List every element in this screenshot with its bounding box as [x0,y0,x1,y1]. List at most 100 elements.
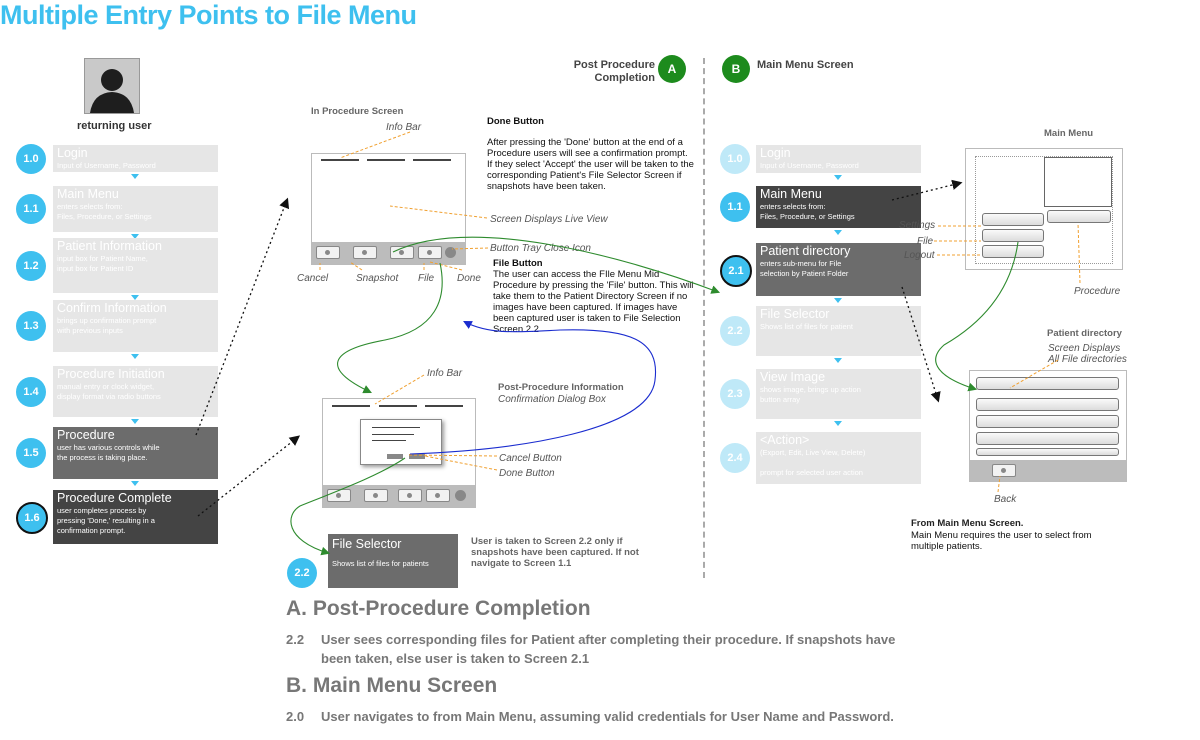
file-label: File [418,273,435,284]
settings-button[interactable] [982,213,1044,226]
done-button-text: After pressing the 'Done' button at the … [487,137,694,192]
flow-arrow-icon [834,298,842,303]
done-button[interactable] [418,246,442,259]
flow-step-title: Procedure [57,428,115,442]
snapshot-button[interactable] [353,246,377,259]
step-badge: 2.3 [720,379,750,409]
post-procedure-screen [322,398,476,508]
patient-folder-row[interactable] [976,432,1119,445]
back-label: Back [994,494,1017,505]
cancel-label: Cancel [297,273,329,284]
tray-close-icon[interactable] [455,490,466,501]
button-tray [312,242,465,264]
file-button[interactable] [390,246,414,259]
flow-step-desc: user has various controls while the proc… [57,443,160,462]
flow-step-title: Login [760,146,791,160]
flow-step-desc: enters sub-menu for File selection by Pa… [760,259,849,278]
info-bar-label: Info Bar [386,122,422,133]
main-menu-note-text: Main Menu requires the user to select fr… [911,530,1092,552]
flow-arrow-icon [131,481,139,486]
avatar [84,58,140,114]
file-button-text: The user can access the FIle Menu Mid Pr… [493,269,694,335]
flow-step-desc: input box for Patient Name, input box fo… [57,254,148,273]
info-bar [332,405,370,407]
flow-arrow-icon [131,419,139,424]
flow-step-box[interactable]: <Action>(Export, Edit, Live View, Delete… [756,432,921,484]
logout-button[interactable] [982,245,1044,258]
flow-step-desc: enters selects from: Files, Procedure, o… [57,202,152,221]
step-badge: 1.1 [16,194,46,224]
flow-step-title: Procedure Initiation [57,367,165,381]
summary-b-num: 2.0 [286,709,305,724]
tray-button[interactable] [426,489,450,502]
flow-step-title: Login [57,146,88,160]
in-procedure-label: In Procedure Screen [311,106,404,117]
done-label: Done [457,273,481,284]
step-badge: 2.2 [287,558,317,588]
step-badge: 1.1 [720,192,750,222]
post-info-bar-label: Info Bar [427,368,463,379]
info-bar [321,159,359,161]
user-silhouette-icon [90,69,134,113]
dialog-done-button[interactable] [409,454,425,459]
flow-step-title: Patient Information [57,239,162,253]
user-label: returning user [77,120,152,132]
patient-directory-screen [969,370,1127,482]
snapshot-label: Snapshot [356,273,399,284]
flow-step-desc: manual entry or clock widget, display fo… [57,382,161,401]
cancel-button[interactable] [316,246,340,259]
post-procedure-title: Post-Procedure Information [498,382,624,393]
procedure-label: Procedure [1074,286,1121,297]
flow-arrow-icon [131,174,139,179]
patient-folder-row[interactable] [976,377,1119,390]
flow-step-title: Confirm Information [57,301,167,315]
info-bar [425,405,463,407]
flow-step-title: Procedure Complete [57,491,172,505]
file-menu-label: File [917,236,934,247]
flow-arrow-icon [131,295,139,300]
flow-arrow-icon [131,354,139,359]
tray-close-icon[interactable] [445,247,456,258]
section-a-title: Post Procedure Completion [555,59,655,85]
back-button[interactable] [992,464,1016,477]
summary-b-text: User navigates to from Main Menu, assumi… [321,709,894,724]
patient-folder-row[interactable] [976,448,1119,456]
section-a-badge: A [658,55,686,83]
dialog-cancel-button[interactable] [387,454,403,459]
flow-step-desc: (Export, Edit, Live View, Delete) prompt… [760,448,866,477]
tray-button[interactable] [364,489,388,502]
in-procedure-screen [311,153,466,265]
done-button-heading: Done Button [487,116,544,127]
file-menu-button[interactable] [982,229,1044,242]
button-tray [970,460,1126,481]
procedure-button[interactable] [1047,210,1111,223]
flow-step-title: Patient directory [760,244,851,258]
section-b-badge: B [722,55,750,83]
settings-label: Settings [899,220,936,231]
flow-step-desc: enters selects from: Files, Procedure, o… [760,202,855,221]
tray-button[interactable] [398,489,422,502]
info-bar [379,405,417,407]
tray-close-label: Button Tray Close Icon [490,243,591,254]
section-b-title: Main Menu Screen [757,59,854,71]
file-selector-desc: Shows list of files for patients [332,559,429,568]
main-menu-screen [965,148,1123,270]
patient-folder-row[interactable] [976,415,1119,428]
patient-folder-row[interactable] [976,398,1119,411]
tray-button[interactable] [327,489,351,502]
flow-arrow-icon [131,234,139,239]
flow-arrow-icon [834,421,842,426]
step-badge: 1.5 [16,438,46,468]
